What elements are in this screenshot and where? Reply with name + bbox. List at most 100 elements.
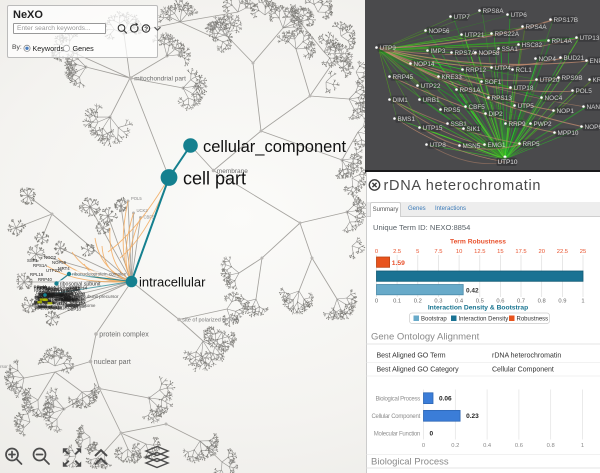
svg-text:SSB1: SSB1 (69, 284, 81, 289)
svg-text:RPL16A: RPL16A (40, 285, 56, 290)
svg-text:UTP6: UTP6 (57, 301, 69, 307)
svg-text:HSC82: HSC82 (522, 42, 543, 49)
svg-text:NOC4: NOC4 (545, 95, 563, 102)
svg-text:RRP45: RRP45 (48, 306, 62, 311)
svg-text:RPS1A: RPS1A (52, 300, 66, 305)
svg-text:UCK2: UCK2 (137, 208, 149, 213)
svg-text:RRP9: RRP9 (509, 121, 526, 128)
svg-text:ribosomal subunit: ribosomal subunit (60, 281, 101, 287)
svg-text:RPS22A: RPS22A (495, 31, 520, 38)
svg-text:NOP6: NOP6 (585, 124, 600, 131)
svg-text:NOG1: NOG1 (53, 289, 66, 294)
svg-text:RPS8A: RPS8A (66, 287, 80, 293)
svg-text:UTP20: UTP20 (540, 77, 560, 84)
svg-text:membrane: membrane (217, 168, 248, 175)
svg-text:HAS1: HAS1 (40, 290, 52, 295)
svg-text:MPP10: MPP10 (558, 130, 579, 137)
svg-text:NOP1: NOP1 (557, 108, 575, 115)
svg-text:NOP58: NOP58 (479, 50, 500, 57)
svg-text:UTP18: UTP18 (71, 292, 85, 297)
svg-text:RPS7A: RPS7A (455, 50, 477, 57)
svg-text:RPS4A: RPS4A (526, 24, 548, 31)
svg-text:NAN1: NAN1 (587, 104, 600, 111)
svg-text:Keywords: Keywords (33, 44, 65, 53)
svg-text:ribonucleoprotein complex: ribonucleoprotein complex (72, 272, 126, 277)
svg-text:UTP18: UTP18 (514, 85, 534, 92)
svg-text:UTP22: UTP22 (66, 285, 80, 290)
svg-text:POL5: POL5 (131, 196, 142, 201)
svg-text:RPL4A: RPL4A (552, 38, 573, 45)
svg-text:PWP2: PWP2 (534, 121, 553, 128)
svg-text:SSF1: SSF1 (27, 258, 38, 263)
svg-text:UTP22A: UTP22A (46, 268, 62, 273)
svg-text:UTP22: UTP22 (72, 295, 86, 301)
svg-text:NOG2: NOG2 (44, 255, 57, 260)
svg-text:protein complex: protein complex (99, 331, 149, 338)
svg-text:UTP10: UTP10 (498, 159, 518, 166)
svg-text:RPS9B: RPS9B (37, 286, 51, 291)
svg-text:RRP45: RRP45 (393, 74, 414, 81)
svg-text:DIM1: DIM1 (393, 97, 409, 104)
svg-text:UTP5: UTP5 (518, 103, 535, 110)
svg-text:MRT4: MRT4 (58, 266, 70, 271)
svg-text:NOP4: NOP4 (539, 56, 557, 63)
svg-text:rsor: rsor (0, 364, 8, 369)
svg-text:POL5: POL5 (576, 88, 593, 95)
svg-text:intracellular: intracellular (139, 275, 206, 290)
svg-text:RRP12: RRP12 (466, 67, 487, 74)
svg-text:IMP3: IMP3 (431, 48, 446, 55)
svg-text:RPL16A: RPL16A (70, 301, 86, 306)
svg-text:RPL11B: RPL11B (34, 288, 50, 293)
svg-text:RPS17B: RPS17B (554, 17, 579, 24)
svg-text:UTP21: UTP21 (465, 32, 485, 39)
svg-text:UTP9: UTP9 (380, 45, 397, 52)
svg-text:RRP12: RRP12 (46, 288, 60, 293)
svg-text:RPS8A: RPS8A (483, 8, 505, 15)
svg-text:EMG1: EMG1 (488, 142, 507, 149)
svg-text:SSB1: SSB1 (51, 304, 63, 310)
svg-text:small subunit precursor: small subunit precursor (71, 294, 119, 299)
svg-text:UTP13: UTP13 (580, 35, 600, 42)
svg-text:NOP56: NOP56 (52, 260, 67, 265)
svg-text:RPL4A: RPL4A (34, 284, 48, 290)
svg-text:SSA1: SSA1 (502, 46, 519, 53)
svg-text:RRP5: RRP5 (523, 141, 540, 148)
svg-text:mitochondrial part: mitochondrial part (134, 75, 186, 82)
svg-text:BUD21: BUD21 (564, 55, 585, 62)
svg-text:RPL13A: RPL13A (49, 286, 65, 292)
svg-text:RPL5: RPL5 (32, 302, 43, 307)
svg-text:KRE33: KRE33 (442, 74, 463, 81)
svg-text:DBP10: DBP10 (67, 307, 81, 312)
svg-text:?: ? (144, 26, 148, 33)
svg-text:RPL16: RPL16 (30, 272, 44, 277)
svg-text:cellular_component: cellular_component (203, 138, 347, 156)
svg-text:RPL8B: RPL8B (44, 287, 58, 292)
svg-text:RPS13: RPS13 (67, 286, 81, 291)
svg-text:RPS7A: RPS7A (70, 299, 84, 305)
svg-text:nuclear part: nuclear part (94, 359, 131, 366)
svg-text:UTP15: UTP15 (423, 125, 443, 132)
svg-text:BMS1: BMS1 (398, 116, 416, 123)
svg-text:SIK1: SIK1 (467, 126, 481, 133)
svg-text:UTP18: UTP18 (54, 305, 68, 310)
svg-text:NOC4: NOC4 (55, 286, 67, 291)
svg-text:RPS7A: RPS7A (68, 290, 82, 295)
svg-text:cell part: cell part (183, 169, 246, 189)
svg-text:UTP7: UTP7 (454, 14, 471, 21)
svg-text:RPS1A: RPS1A (460, 87, 482, 94)
svg-text:RRP12: RRP12 (72, 298, 86, 303)
svg-text:UTP9: UTP9 (54, 284, 66, 290)
svg-text:RPS1A: RPS1A (45, 287, 59, 292)
svg-text:EMG1: EMG1 (48, 305, 61, 310)
svg-text:RPS5: RPS5 (444, 107, 461, 114)
svg-text:RPS13: RPS13 (492, 95, 513, 102)
svg-text:KRE33: KRE33 (72, 291, 86, 297)
svg-text:UTP9: UTP9 (72, 294, 84, 300)
svg-text:NOP14: NOP14 (414, 61, 435, 68)
svg-text:RPL32: RPL32 (38, 288, 52, 293)
svg-text:RPS4B: RPS4B (66, 288, 80, 293)
svg-text:UTP4: UTP4 (495, 65, 512, 72)
svg-text:SSF1: SSF1 (45, 288, 56, 293)
svg-text:UTP22: UTP22 (421, 83, 441, 90)
svg-text:NOG1: NOG1 (37, 285, 50, 290)
